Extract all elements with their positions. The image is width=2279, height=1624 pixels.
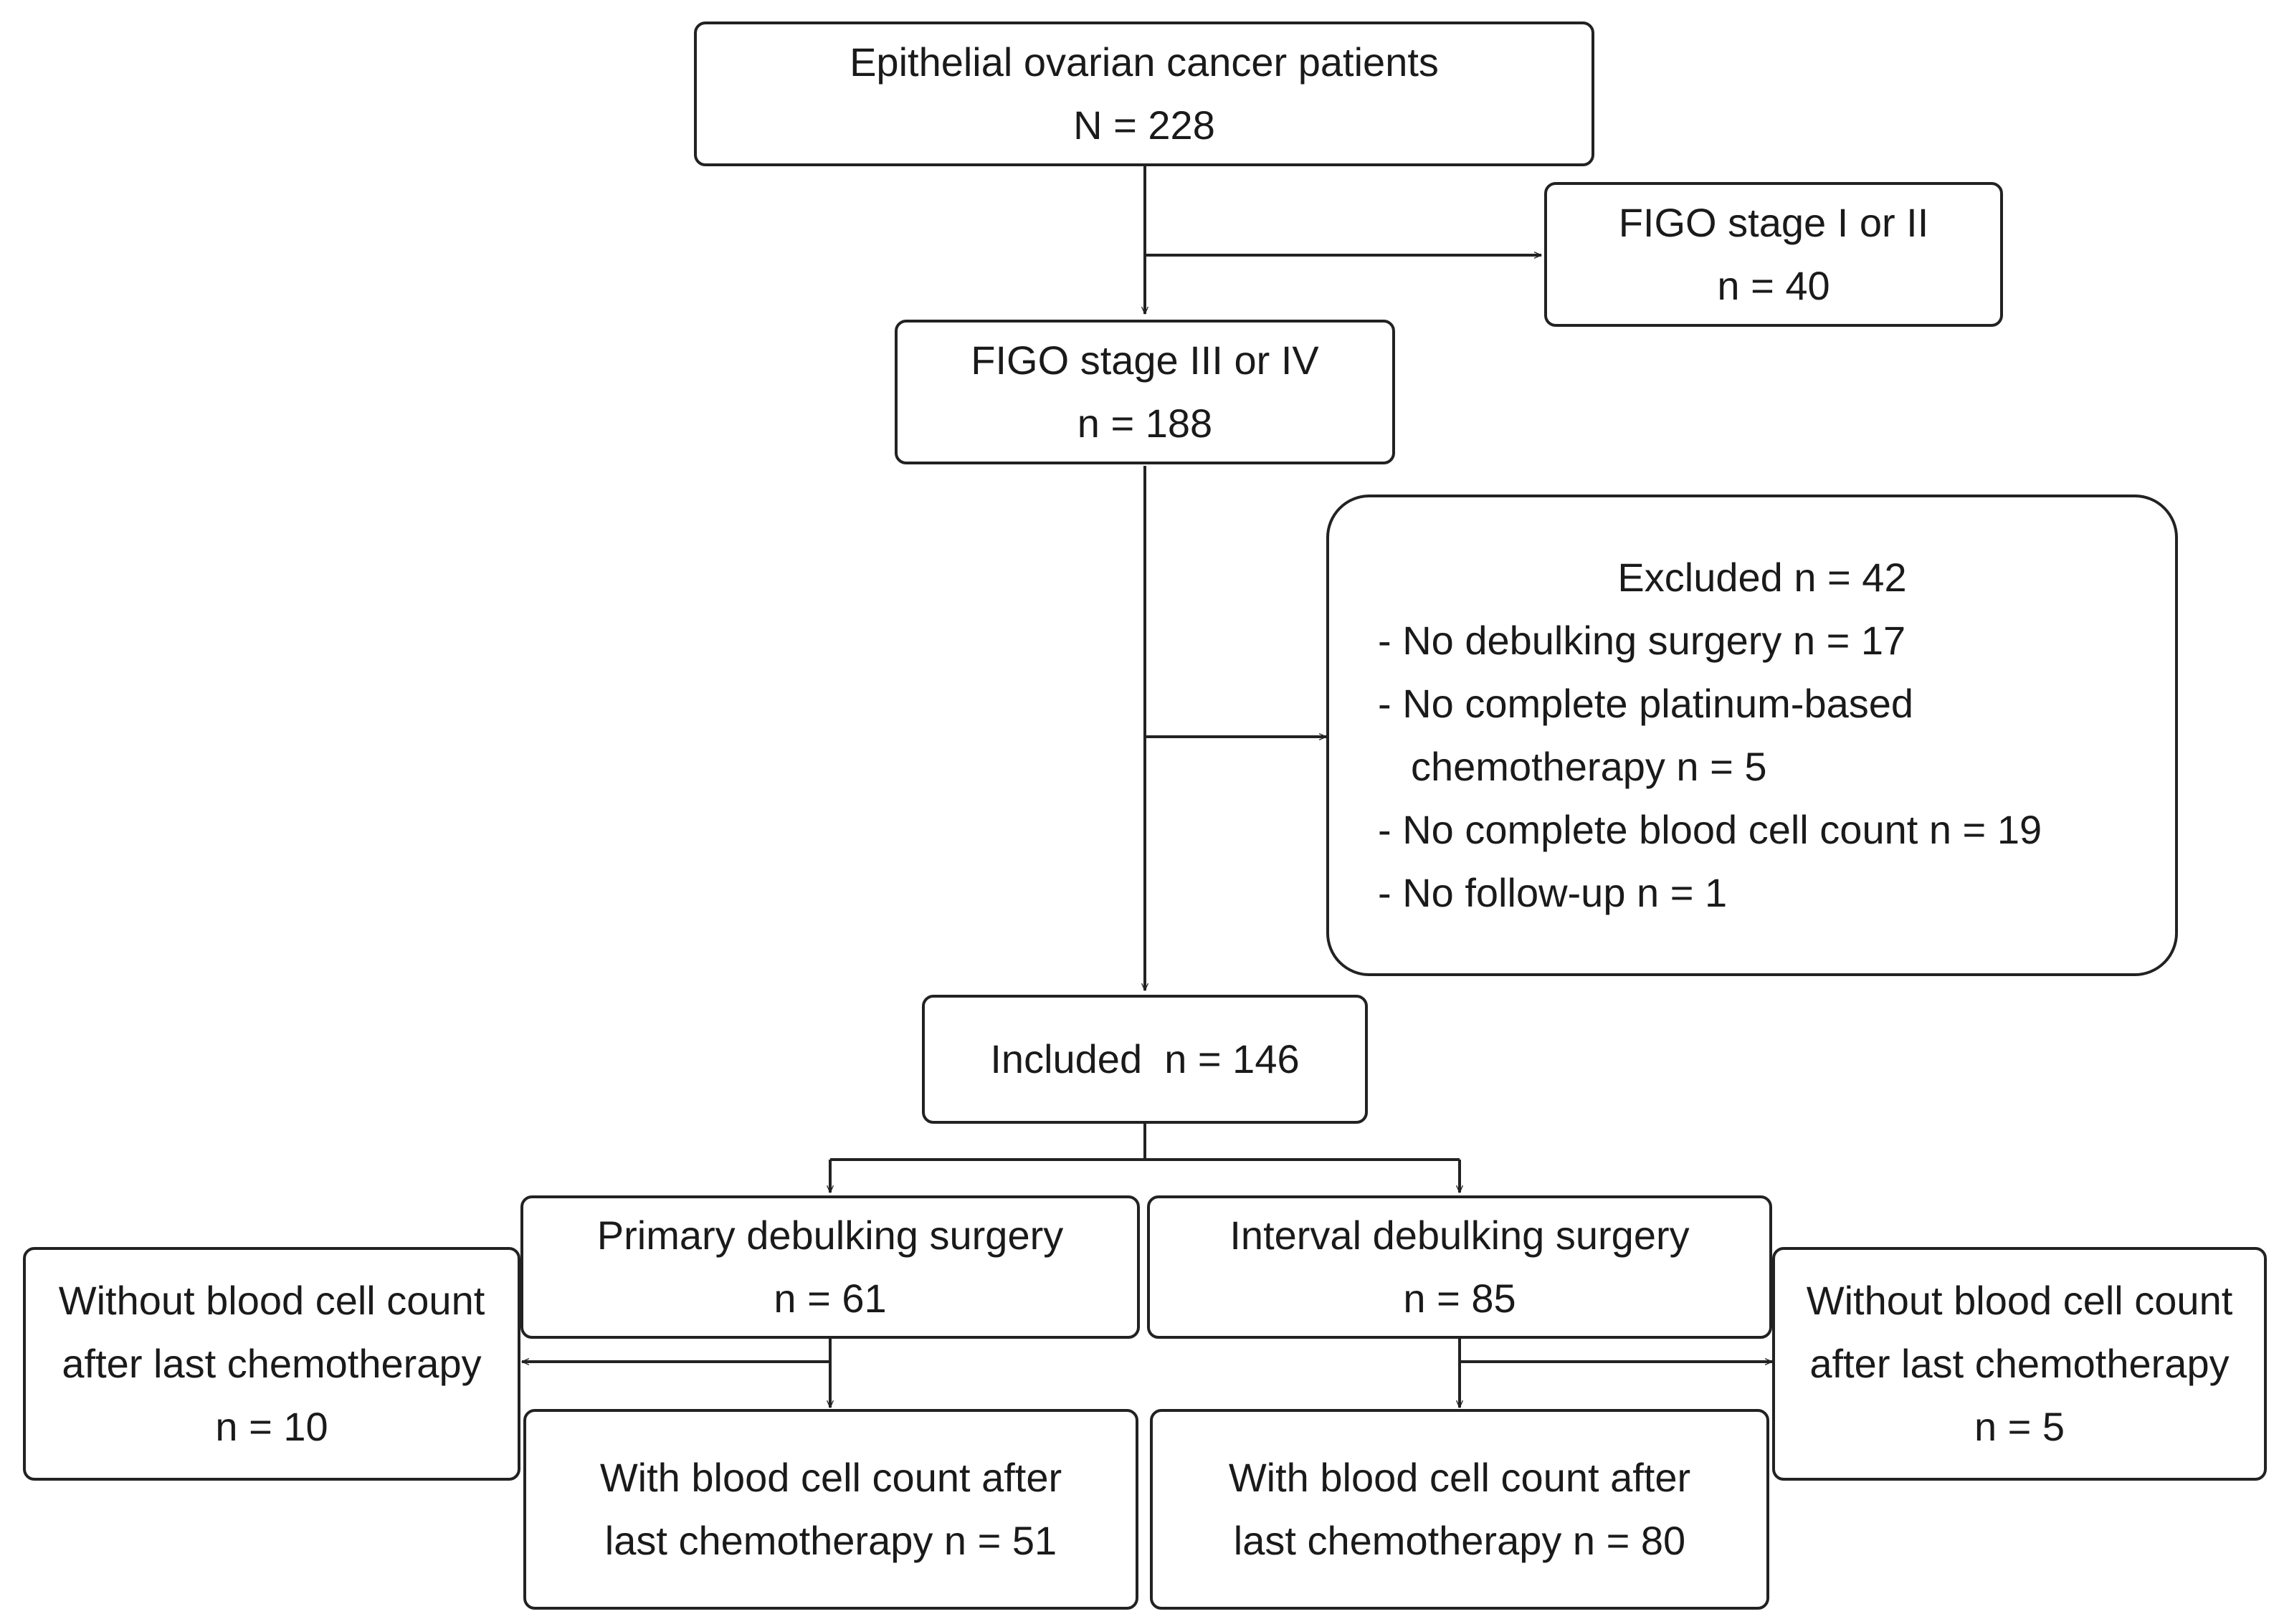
interval-with-line2: last chemotherapy n = 80 [1233, 1518, 1686, 1563]
interval-without-count: n = 5 [1974, 1404, 2065, 1449]
primary-without-line2: after last chemotherapy [62, 1341, 482, 1386]
all-patients-box: Epithelial ovarian cancer patients N = 2… [694, 22, 1594, 166]
primary-surgery-count: n = 61 [774, 1276, 887, 1321]
interval-with-line1: With blood cell count after [1228, 1455, 1691, 1500]
interval-without-count-box: Without blood cell count after last chem… [1772, 1247, 2267, 1481]
primary-surgery-box: Primary debulking surgery n = 61 [520, 1195, 1140, 1339]
all-patients-title: Epithelial ovarian cancer patients [850, 39, 1439, 85]
stage-3-4-count: n = 188 [1077, 401, 1213, 446]
included-box: Included n = 146 [922, 995, 1368, 1124]
primary-without-count-box: Without blood cell count after last chem… [23, 1247, 520, 1481]
stage-1-2-box: FIGO stage I or II n = 40 [1544, 182, 2003, 327]
excluded-no-platinum: - No complete platinum-based [1378, 681, 1914, 726]
stage-1-2-count: n = 40 [1717, 263, 1830, 308]
interval-surgery-title: Interval debulking surgery [1229, 1213, 1690, 1258]
primary-with-line2: last chemotherapy n = 51 [604, 1518, 1057, 1563]
excluded-title: Excluded n = 42 [1617, 555, 1907, 600]
primary-without-line1: Without blood cell count [58, 1278, 485, 1323]
interval-surgery-box: Interval debulking surgery n = 85 [1147, 1195, 1772, 1339]
excluded-no-follow-up: - No follow-up n = 1 [1378, 870, 1728, 915]
interval-with-count-box: With blood cell count after last chemoth… [1150, 1409, 1769, 1610]
split-line [830, 1122, 1460, 1161]
excluded-no-debulking: - No debulking surgery n = 17 [1378, 618, 1906, 663]
excluded-box: Excluded n = 42 - No debulking surgery n… [1326, 495, 2178, 976]
excluded-no-platinum-cont: chemotherapy n = 5 [1411, 744, 1767, 789]
stage-3-4-box: FIGO stage III or IV n = 188 [895, 320, 1395, 464]
stage-1-2-title: FIGO stage I or II [1618, 200, 1929, 245]
primary-with-line1: With blood cell count after [599, 1455, 1062, 1500]
primary-surgery-title: Primary debulking surgery [596, 1213, 1064, 1258]
primary-without-count: n = 10 [215, 1404, 328, 1449]
all-patients-count: N = 228 [1073, 102, 1215, 148]
excluded-no-blood-count: - No complete blood cell count n = 19 [1378, 807, 2042, 852]
stage-3-4-title: FIGO stage III or IV [971, 338, 1319, 383]
interval-without-line1: Without blood cell count [1806, 1278, 2233, 1323]
included-label: Included n = 146 [990, 1036, 1300, 1081]
interval-without-line2: after last chemotherapy [1809, 1341, 2230, 1386]
interval-surgery-count: n = 85 [1403, 1276, 1516, 1321]
primary-with-count-box: With blood cell count after last chemoth… [523, 1409, 1138, 1610]
